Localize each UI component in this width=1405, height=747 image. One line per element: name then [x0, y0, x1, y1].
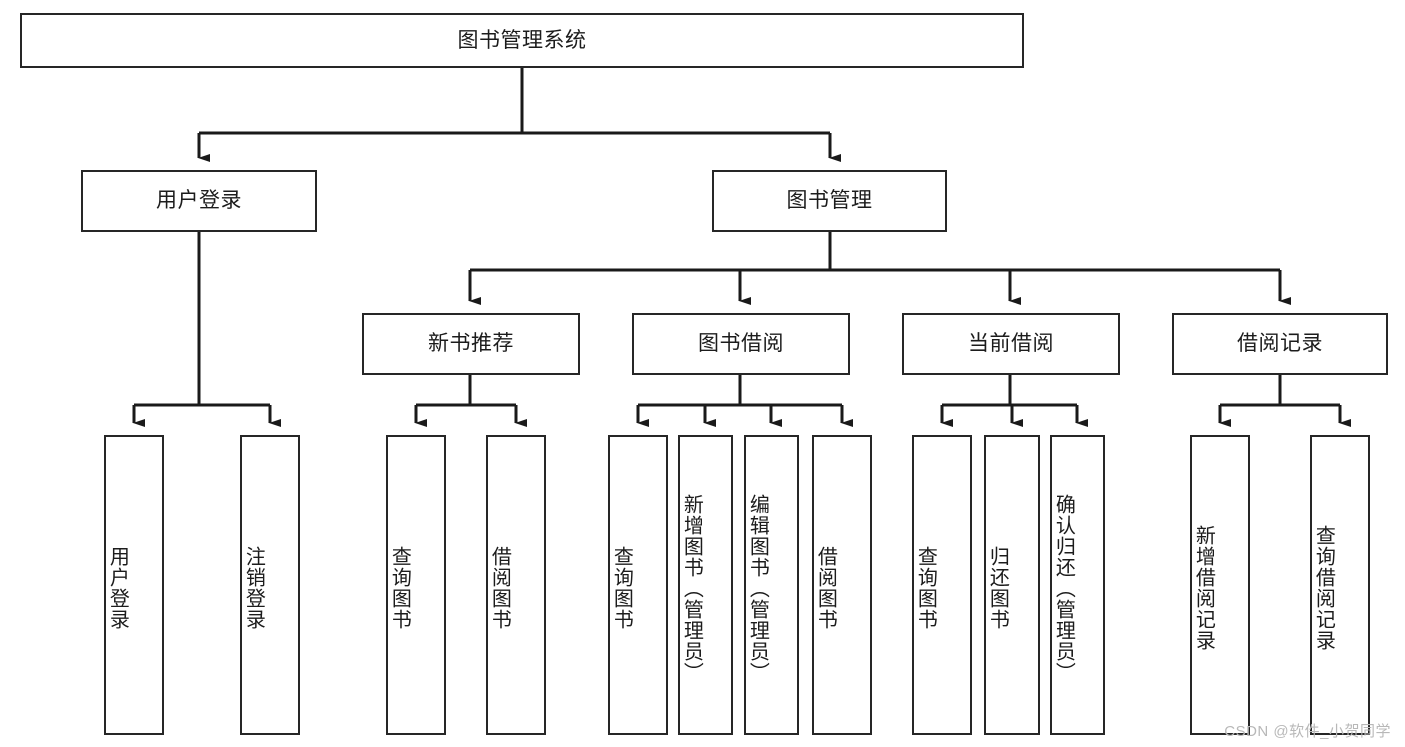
- leaf-logout-login-label: 注销登录: [242, 546, 265, 630]
- leaf-borrow-book-2[interactable]: 借阅图书: [812, 435, 872, 735]
- leaf-return-book[interactable]: 归还图书: [984, 435, 1040, 735]
- csdn-watermark: CSDN @软件_小贺同学: [1224, 723, 1391, 740]
- leaf-confirm-return[interactable]: 确认归还（管理员）: [1050, 435, 1105, 735]
- leaf-query-book-2[interactable]: 查询图书: [608, 435, 668, 735]
- leaf-query-record-label: 查询借阅记录: [1312, 525, 1335, 651]
- leaf-logout-login[interactable]: 注销登录: [240, 435, 300, 735]
- node-root-label: 图书管理系统: [457, 28, 587, 52]
- leaf-user-login[interactable]: 用户登录: [104, 435, 164, 735]
- leaf-add-book[interactable]: 新增图书（管理员）: [678, 435, 733, 735]
- node-current-borrow-label: 当前借阅: [968, 332, 1054, 356]
- leaf-add-record-label: 新增借阅记录: [1192, 525, 1215, 651]
- leaf-user-login-label: 用户登录: [106, 546, 129, 630]
- node-new-book-recommend[interactable]: 新书推荐: [362, 313, 580, 375]
- leaf-query-record[interactable]: 查询借阅记录: [1310, 435, 1370, 735]
- leaf-edit-book[interactable]: 编辑图书（管理员）: [744, 435, 799, 735]
- node-book-manage[interactable]: 图书管理: [712, 170, 947, 232]
- node-new-book-recommend-label: 新书推荐: [428, 332, 514, 356]
- node-root[interactable]: 图书管理系统: [20, 13, 1024, 68]
- leaf-edit-book-label: 编辑图书（管理员）: [746, 493, 769, 683]
- leaf-query-book-3[interactable]: 查询图书: [912, 435, 972, 735]
- leaf-query-book-2-label: 查询图书: [610, 546, 633, 630]
- node-borrow-record-label: 借阅记录: [1237, 332, 1323, 356]
- leaf-query-book-3-label: 查询图书: [914, 546, 937, 630]
- leaf-confirm-return-label: 确认归还（管理员）: [1052, 493, 1075, 683]
- leaf-add-record[interactable]: 新增借阅记录: [1190, 435, 1250, 735]
- node-book-borrow[interactable]: 图书借阅: [632, 313, 850, 375]
- leaf-borrow-book-1-label: 借阅图书: [488, 546, 511, 630]
- node-current-borrow[interactable]: 当前借阅: [902, 313, 1120, 375]
- node-user-login-label: 用户登录: [156, 189, 242, 213]
- leaf-borrow-book-2-label: 借阅图书: [814, 546, 837, 630]
- node-book-borrow-label: 图书借阅: [698, 332, 784, 356]
- leaf-query-book-1[interactable]: 查询图书: [386, 435, 446, 735]
- leaf-return-book-label: 归还图书: [986, 546, 1009, 630]
- leaf-query-book-1-label: 查询图书: [388, 546, 411, 630]
- node-user-login[interactable]: 用户登录: [81, 170, 317, 232]
- node-book-manage-label: 图书管理: [786, 189, 873, 213]
- leaf-add-book-label: 新增图书（管理员）: [680, 493, 703, 683]
- node-borrow-record[interactable]: 借阅记录: [1172, 313, 1388, 375]
- leaf-borrow-book-1[interactable]: 借阅图书: [486, 435, 546, 735]
